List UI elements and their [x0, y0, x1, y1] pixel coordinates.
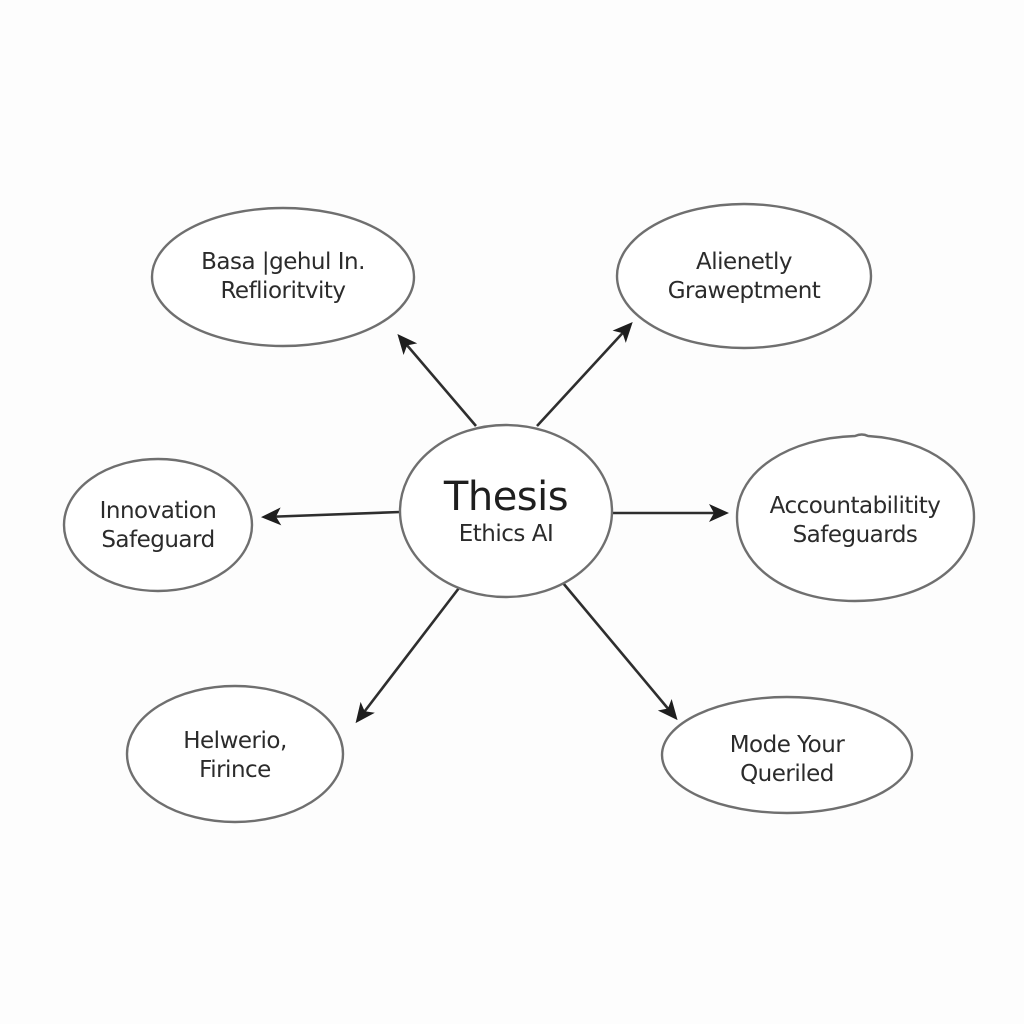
node-left: Innovation Safeguard	[70, 488, 246, 564]
node-top-left: Basa |gehul In. Reflioritvity	[162, 232, 404, 322]
node-right: Accountabilitity Safeguards	[742, 483, 968, 559]
arrow-to-top-left	[397, 333, 477, 427]
node-bottom-right-line2: Queriled	[740, 761, 834, 787]
node-top-right-shape	[615, 202, 873, 350]
node-top-left-shape	[150, 206, 416, 348]
node-right-line1: Accountabilitity	[769, 493, 941, 520]
node-right-shape	[735, 433, 976, 603]
node-bottom-left-line2: Firince	[199, 757, 271, 783]
arrow-to-bottom-right	[562, 582, 678, 721]
center-node: Thesis Ethics AI	[406, 440, 606, 582]
node-bottom-left: Helwerio, Firince	[137, 718, 333, 794]
node-left-shape	[62, 457, 254, 593]
node-left-line2: Safeguard	[101, 527, 215, 553]
node-top-right: Alienetly Graweptment	[627, 232, 861, 322]
arrow-to-top-right	[536, 322, 633, 427]
node-left-line1: Innovation	[99, 498, 217, 525]
center-node-shape	[398, 423, 614, 599]
center-node-title: Thesis	[443, 473, 569, 520]
node-bottom-left-shape	[125, 684, 345, 824]
node-top-left-line1: Basa |gehul In.	[201, 249, 365, 276]
arrow-to-left	[261, 507, 401, 526]
arrow-to-bottom-left	[355, 587, 461, 724]
center-node-subtitle: Ethics AI	[458, 520, 554, 547]
node-bottom-right: Mode Your Queriled	[672, 722, 902, 798]
node-right-line2: Safeguards	[792, 522, 918, 548]
node-bottom-left-line1: Helwerio,	[183, 728, 287, 755]
node-bottom-right-shape	[660, 695, 914, 815]
node-top-left-line2: Reflioritvity	[220, 278, 346, 304]
node-bottom-right-line1: Mode Your	[729, 732, 845, 759]
node-top-right-line2: Graweptment	[667, 278, 821, 304]
node-top-right-line1: Alienetly	[696, 249, 792, 276]
